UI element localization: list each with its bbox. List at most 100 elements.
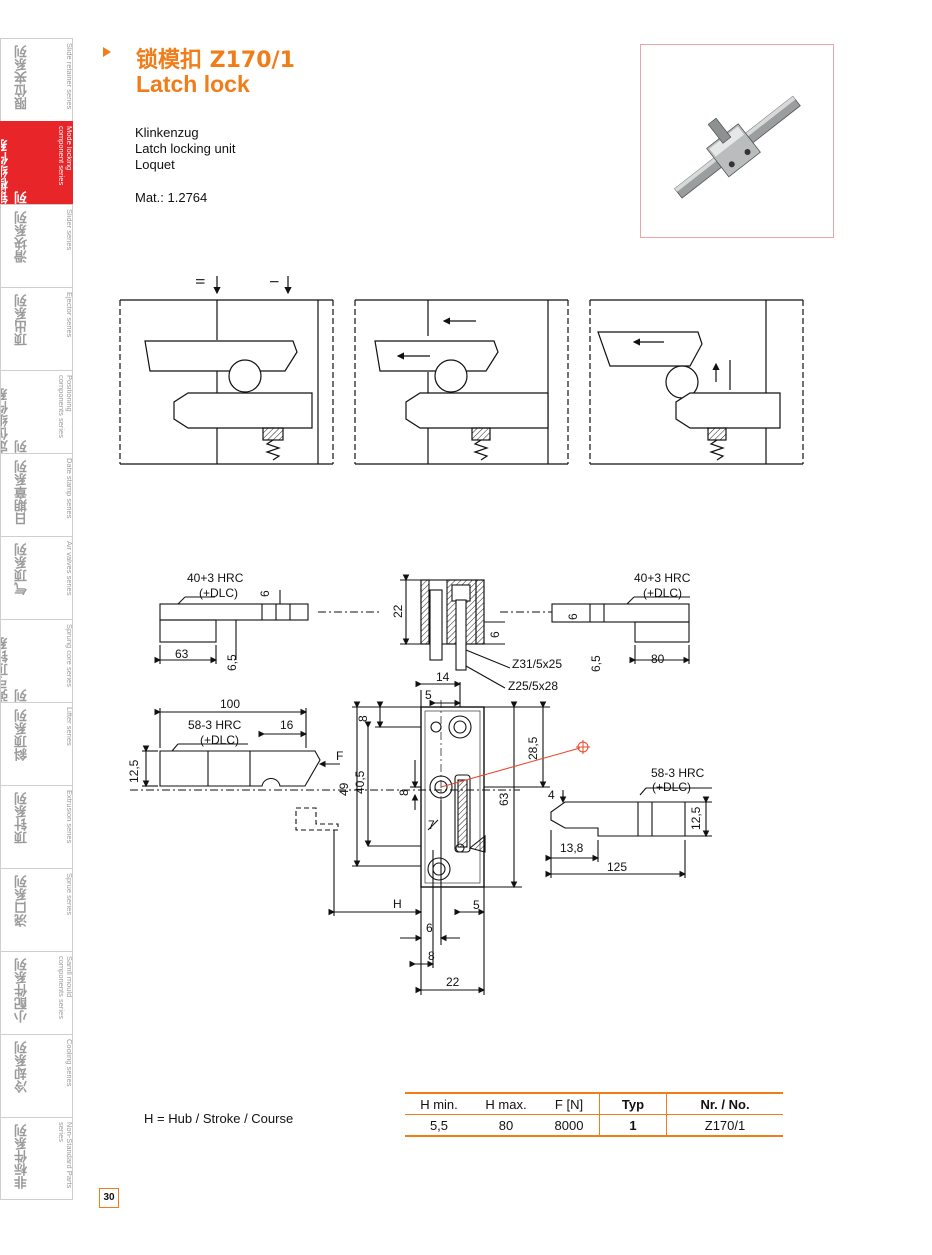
cell-h-min: 5,5: [429, 1117, 449, 1133]
sidebar-item-label-en: Lifter series: [65, 707, 73, 746]
spec-table: H min. H max. F [N] Typ Nr. / No. 5,5 80…: [405, 1092, 783, 1137]
col-typ: Typ: [599, 1093, 667, 1115]
hrc-bottom-left: 58-3 HRC: [188, 718, 242, 732]
screw-z31: Z31/5x25: [512, 657, 562, 671]
material-label: Mat.: 1.2764: [135, 190, 208, 205]
hrc-top-left: 40+3 HRC: [187, 571, 244, 585]
sidebar-item-label-en: Positioning components series: [57, 375, 73, 438]
sidebar-item-label-en: Slide retainer series: [65, 43, 73, 110]
sidebar-item-label-en: Ejector series: [65, 292, 73, 338]
stroke-h-label: H: [393, 897, 402, 911]
side-view-left: [154, 590, 380, 664]
dim-4: 4: [548, 788, 555, 802]
step-i-label: I: [267, 280, 281, 283]
dim-22-top: 22: [391, 604, 405, 618]
cell-typ: 1: [599, 1114, 667, 1136]
dim-8-bottom: 8: [428, 949, 435, 963]
dim-6-bottom: 6: [426, 921, 433, 935]
side-view-right: [500, 596, 691, 664]
description: Klinkenzug Latch locking unit Loquet: [135, 125, 235, 173]
dim-5-top: 5: [425, 688, 432, 702]
hrc-bottom-right: 58-3 HRC: [651, 766, 705, 780]
sidebar-item-label-en: Non-Standard Parts series: [57, 1122, 73, 1189]
sidebar-item-label-en: Date stamp series: [65, 458, 73, 519]
title-arrow-icon: [103, 47, 111, 57]
dlc-top-left: (+DLC): [199, 586, 238, 600]
sidebar-item-label-en: Mode locking component series: [57, 126, 73, 186]
cell-force: 8000: [554, 1117, 584, 1133]
description-fr: Loquet: [135, 157, 175, 172]
dim-22-bottom: 22: [446, 975, 460, 989]
dim-5-bottom: 5: [473, 898, 480, 912]
step-ii-label: II: [193, 278, 207, 285]
dim-16: 16: [280, 718, 294, 732]
dim-8-mid: 8: [397, 789, 411, 796]
cell-h-max: 80: [498, 1117, 514, 1133]
col-h-max: H max.: [485, 1096, 527, 1112]
page-title-cn: 锁模扣 Z170/1: [136, 48, 295, 73]
dim-40-5: 40,5: [353, 770, 367, 794]
dim-100: 100: [220, 697, 240, 711]
sequence-step-2: [354, 299, 569, 465]
dim-6-left: 6: [258, 590, 272, 597]
section-view-top: [400, 574, 511, 689]
dim-6-right: 6: [566, 613, 580, 620]
housing-front-view: [328, 680, 550, 995]
product-photo: [640, 44, 834, 238]
dim-6-5-right: 6,5: [589, 655, 603, 672]
dim-8-top: 8: [356, 715, 370, 722]
col-h-min: H min.: [420, 1096, 458, 1112]
sidebar-item-label-en: Air valves series: [65, 541, 73, 596]
dim-6-5-left: 6,5: [225, 654, 239, 671]
dim-12-5-left: 12,5: [127, 759, 141, 783]
dim-63-vertical: 63: [497, 792, 511, 806]
dlc-top-right: (+DLC): [643, 586, 682, 600]
table-row: 5,5 80 8000 1 Z170/1: [405, 1114, 783, 1136]
hrc-top-right: 40+3 HRC: [634, 571, 691, 585]
dim-28-5: 28,5: [526, 736, 540, 760]
pivot-leader-line: [440, 740, 590, 788]
force-label: F: [336, 749, 343, 763]
stroke-footnote: H = Hub / Stroke / Course: [144, 1111, 294, 1126]
sidebar-item-label-en: Slider series: [65, 209, 73, 251]
dim-63: 63: [175, 647, 189, 661]
page-title-en: Latch lock: [136, 71, 250, 97]
page-number: 30: [99, 1188, 119, 1208]
cell-nr: Z170/1: [666, 1114, 783, 1136]
screw-z25: Z25/5x28: [508, 679, 558, 693]
sidebar-item-label-en: Sprung core series: [65, 624, 73, 687]
dim-12-5-right: 12,5: [689, 806, 703, 830]
sidebar-item-label-en: Sprue series: [65, 873, 73, 916]
sequence-step-3: [589, 299, 804, 465]
dim-7: 7: [428, 818, 435, 832]
dim-80: 80: [651, 652, 665, 666]
sequence-step-1: [119, 276, 334, 465]
dim-14: 14: [436, 670, 450, 684]
description-de: Klinkenzug: [135, 125, 199, 140]
dlc-bottom-right: (+DLC): [652, 780, 691, 794]
col-nr: Nr. / No.: [666, 1093, 783, 1115]
col-force: F [N]: [554, 1096, 584, 1112]
dim-6-section: 6: [488, 631, 502, 638]
dlc-bottom-left: (+DLC): [200, 733, 239, 747]
dim-49: 49: [337, 782, 351, 796]
latch-bar-right: [545, 787, 712, 878]
sidebar-item-label-en: Extrusion series: [65, 790, 73, 844]
dim-125: 125: [607, 860, 627, 874]
table-header-row: H min. H max. F [N] Typ Nr. / No.: [405, 1093, 783, 1115]
